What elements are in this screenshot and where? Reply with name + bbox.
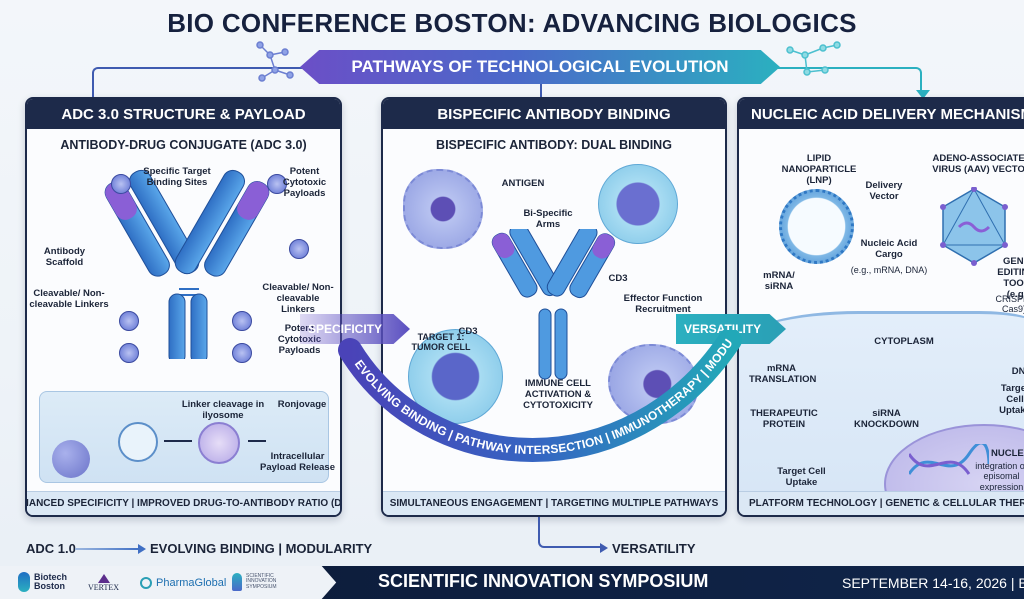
tree-icon <box>232 573 242 591</box>
pathways-ribbon: PATHWAYS OF TECHNOLOGICAL EVOLUTION <box>300 50 780 84</box>
molecule-icon <box>256 41 294 82</box>
label-translation: mRNA TRANSLATION <box>749 363 817 385</box>
panel-title: ADC 3.0 STRUCTURE & PAYLOAD <box>27 99 340 129</box>
tumor-cell-icon <box>403 169 483 249</box>
lysosome-icon <box>198 422 240 464</box>
connector-right <box>770 67 922 93</box>
label-scaffold: Antibody Scaffold <box>43 246 86 268</box>
label-cd3-left: CD3 <box>458 326 478 337</box>
connector-center <box>540 84 542 98</box>
lysosome-process: Linker cleavage in ilyosome Ronjovage In… <box>39 391 335 483</box>
panel-footer: PLATFORM TECHNOLOGY | GENETIC & CELLULAR… <box>739 491 1024 515</box>
specificity-arrow: SPECIFICITY <box>300 314 410 344</box>
label-cytoplasm: CYTOPLASM <box>874 336 934 347</box>
adc-to: EVOLVING BINDING | MODULARITY <box>150 541 373 556</box>
cell-icon <box>52 440 90 478</box>
label-arms: Bi-Specific Arms <box>523 208 573 230</box>
payload-icon <box>267 174 287 194</box>
label-target-uptake: Target Cell Uptake <box>999 383 1024 416</box>
molecule-icon <box>786 41 841 76</box>
endosome-icon <box>118 422 158 462</box>
versatility-out: VERSATILITY <box>612 541 696 556</box>
panel-title: NUCLEIC ACID DELIVERY MECHANISMS <box>739 99 1024 129</box>
label-linkers-right: Cleavable/ Non-cleavable Linkers <box>262 282 334 315</box>
adc-from: ADC 1.0 <box>26 541 76 556</box>
panel-footer: SIMULTANEOUS ENGAGEMENT | TARGETING MULT… <box>383 491 725 515</box>
label-payload-release: Intracellular Payload Release <box>260 451 335 473</box>
panel-subtitle: BISPECIFIC ANTIBODY: DUAL BINDING <box>436 138 672 152</box>
label-aav: ADENO-ASSOCIATED VIRUS (AAV) VECTOR <box>932 153 1024 175</box>
globe-icon <box>140 577 152 589</box>
label-linkers-left: Cleavable/ Non-cleavable Linkers <box>29 288 109 310</box>
triangle-icon <box>97 574 110 583</box>
label-nucleus-sub: integration or episomal expression <box>975 461 1024 492</box>
logo-symposium: SCIENTIFIC INNOVATION SYMPOSIUM <box>232 573 278 591</box>
label-crispr: CRISPR-Cas9) <box>995 294 1024 315</box>
connector-left <box>92 67 312 97</box>
label-lnp: LIPID NANOPARTICLE (LNP) <box>781 153 857 186</box>
logo-text: Biotech Boston <box>34 572 68 591</box>
label-cell-uptake: Target Cell Uptake <box>777 466 826 488</box>
label-nucleus: NUCLEUS <box>991 448 1024 459</box>
svg-text:EVOLVING BINDING | PATHWAY INT: EVOLVING BINDING | PATHWAY INTERSECTION … <box>330 330 736 457</box>
arrow-right-icon <box>248 440 266 442</box>
payload-icon <box>232 311 252 331</box>
connector-versatility <box>538 517 603 548</box>
payload-icon <box>119 311 139 331</box>
label-payloads-top: Potent Cytotoxic Payloads <box>282 166 327 199</box>
label-gene-editing: GENE EDITING TOOL (e.g. <box>997 256 1024 300</box>
label-knockdown: siRNA KNOCKDOWN <box>854 408 919 430</box>
label-mrna-sirna: mRNA/ siRNA <box>763 270 795 292</box>
adc-antibody-icon <box>104 169 270 359</box>
panel-bispecific: BISPECIFIC ANTIBODY BINDING BISPECIFIC A… <box>381 97 727 517</box>
label-binding-sites: Specific Target Binding Sites <box>143 166 211 188</box>
panel-adc: ADC 3.0 STRUCTURE & PAYLOAD ANTIBODY-DRU… <box>25 97 342 517</box>
label-cargo: Nucleic Acid Cargo <box>860 238 918 260</box>
arrow-right-icon <box>164 440 192 442</box>
logo-text: VERTEX <box>88 583 120 592</box>
label-payloads-bottom: Potent Cytotoxic Payloads <box>277 323 322 356</box>
aav-vector-icon <box>940 187 1008 266</box>
dna-helix-icon <box>909 444 989 475</box>
panel-subtitle: ANTIBODY-DRUG CONJUGATE (ADC 3.0) <box>60 138 307 152</box>
label-therapeutic: THERAPEUTIC PROTEIN <box>750 408 818 430</box>
band-text: EVOLVING BINDING | PATHWAY INTERSECTION … <box>330 330 736 457</box>
symposium-bar <box>321 566 1024 599</box>
label-cargo-eg: (e.g., mRNA, DNA) <box>850 265 928 275</box>
payload-icon <box>232 343 252 363</box>
label-target: TARGET 1: TUMOR CELL <box>411 332 471 353</box>
arrow-head-icon <box>138 544 146 554</box>
label-delivery-vector: Delivery Vector <box>865 180 903 202</box>
arrow-right-icon <box>75 548 140 550</box>
arrow-down-icon <box>916 90 930 99</box>
label-antigen: ANTIGEN <box>501 178 545 189</box>
biotech-logo-icon <box>18 572 30 592</box>
panel-title: BISPECIFIC ANTIBODY BINDING <box>383 99 725 129</box>
label-activation: IMMUNE CELL ACTIVATION & CYTOTOXICITY <box>523 378 593 411</box>
label-linker-cleavage: Linker cleavage in ilyosome <box>181 399 265 421</box>
logo-pharmaglobal: PharmaGlobal <box>140 577 226 589</box>
panel-nucleic-acid: NUCLEIC ACID DELIVERY MECHANISMS LIPID N… <box>737 97 1024 517</box>
label-dna: DNA <box>1011 366 1024 377</box>
main-title: BIO CONFERENCE BOSTON: ADVANCING BIOLOGI… <box>167 8 857 38</box>
payload-icon <box>111 174 131 194</box>
label-ronjovage: Ronjovage <box>277 399 327 410</box>
logo-biotech-boston: Biotech Boston <box>18 572 74 592</box>
panel-footer: ENHANCED SPECIFICITY | IMPROVED DRUG-TO-… <box>27 491 340 515</box>
payload-icon <box>119 343 139 363</box>
t-cell-icon <box>598 164 678 244</box>
payload-icon <box>289 239 309 259</box>
logo-text: SCIENTIFIC INNOVATION SYMPOSIUM <box>246 572 277 590</box>
bispecific-antibody-icon <box>491 229 616 380</box>
label-cd3-right: CD3 <box>608 273 628 284</box>
lnp-icon <box>779 189 854 264</box>
label-effector: Effector Function Recruitment <box>623 293 703 315</box>
arrow-head-icon <box>600 543 608 553</box>
logo-text: PharmaGlobal <box>156 577 227 589</box>
symposium-date: SEPTEMBER 14-16, 2026 | BOSTON <box>842 575 1024 591</box>
evolution-band: EVOLVING BINDING | PATHWAY INTERSECTION … <box>330 330 742 462</box>
symposium-title: SCIENTIFIC INNOVATION SYMPOSIUM <box>378 571 709 591</box>
logo-vertex: VERTEX <box>88 574 119 592</box>
